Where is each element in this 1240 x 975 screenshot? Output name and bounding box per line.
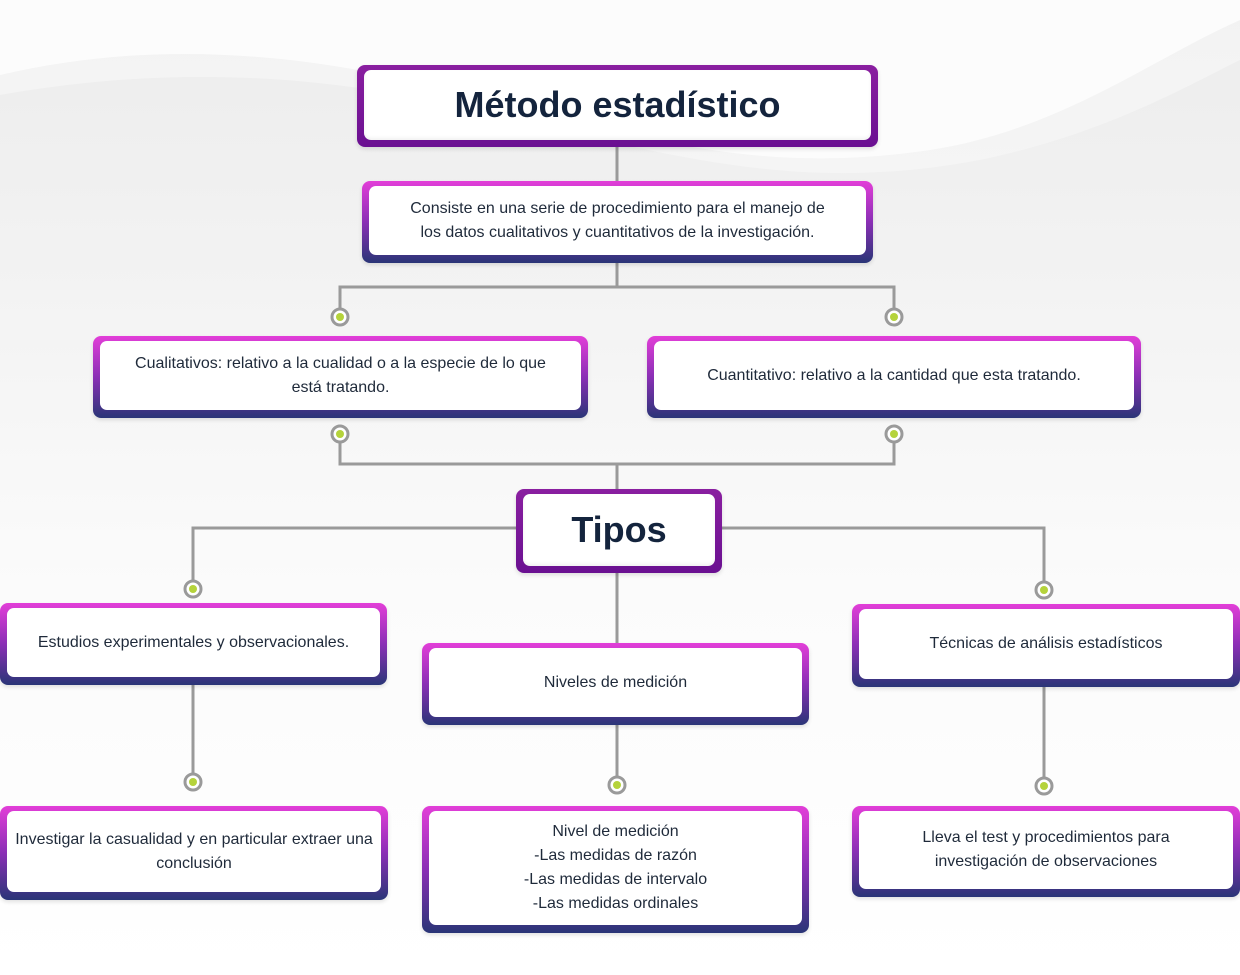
tipo-niveles-label: Niveles de medición: [429, 648, 802, 717]
main-title: Método estadístico: [364, 70, 871, 140]
connector-dot: [183, 579, 203, 599]
connector-definition-split: [338, 285, 896, 309]
estudios-detail-text: Investigar la casualidad y en particular…: [7, 811, 381, 892]
connector-categories-merge: [338, 442, 896, 466]
niveles-detail-node: Nivel de medición -Las medidas de razón …: [422, 806, 809, 933]
definition-text: Consiste en una serie de procedimiento p…: [369, 186, 866, 255]
connector-tipos-right: [720, 526, 1046, 582]
tipo-estudios-node: Estudios experimentales y observacionale…: [0, 603, 387, 685]
tecnicas-detail-node: Lleva el test y procedimientos para inve…: [852, 806, 1240, 897]
cualitativos-text: Cualitativos: relativo a la cualidad o a…: [100, 341, 581, 410]
connector-dot: [330, 424, 350, 444]
cuantitativo-text: Cuantitativo: relativo a la cantidad que…: [654, 341, 1134, 410]
tipo-estudios-label: Estudios experimentales y observacionale…: [7, 608, 380, 677]
connector-dot: [884, 424, 904, 444]
tipo-niveles-node: Niveles de medición: [422, 643, 809, 725]
connector-dot: [884, 307, 904, 327]
niveles-detail-text: Nivel de medición -Las medidas de razón …: [429, 811, 802, 925]
connector-dot: [1034, 580, 1054, 600]
main-title-node: Método estadístico: [357, 65, 878, 147]
estudios-detail-node: Investigar la casualidad y en particular…: [0, 806, 388, 900]
cualitativos-node: Cualitativos: relativo a la cualidad o a…: [93, 336, 588, 418]
tipos-title-node: Tipos: [516, 489, 722, 573]
tipo-tecnicas-label: Técnicas de análisis estadísticos: [859, 609, 1233, 679]
tipos-title: Tipos: [523, 494, 715, 566]
cuantitativo-node: Cuantitativo: relativo a la cantidad que…: [647, 336, 1141, 418]
connector-dot: [183, 772, 203, 792]
definition-node: Consiste en una serie de procedimiento p…: [362, 181, 873, 263]
connector-dot: [330, 307, 350, 327]
connector-tipos-left: [191, 526, 518, 581]
connector-dot: [607, 775, 627, 795]
connector-dot: [1034, 776, 1054, 796]
tecnicas-detail-text: Lleva el test y procedimientos para inve…: [859, 811, 1233, 889]
tipo-tecnicas-node: Técnicas de análisis estadísticos: [852, 604, 1240, 687]
